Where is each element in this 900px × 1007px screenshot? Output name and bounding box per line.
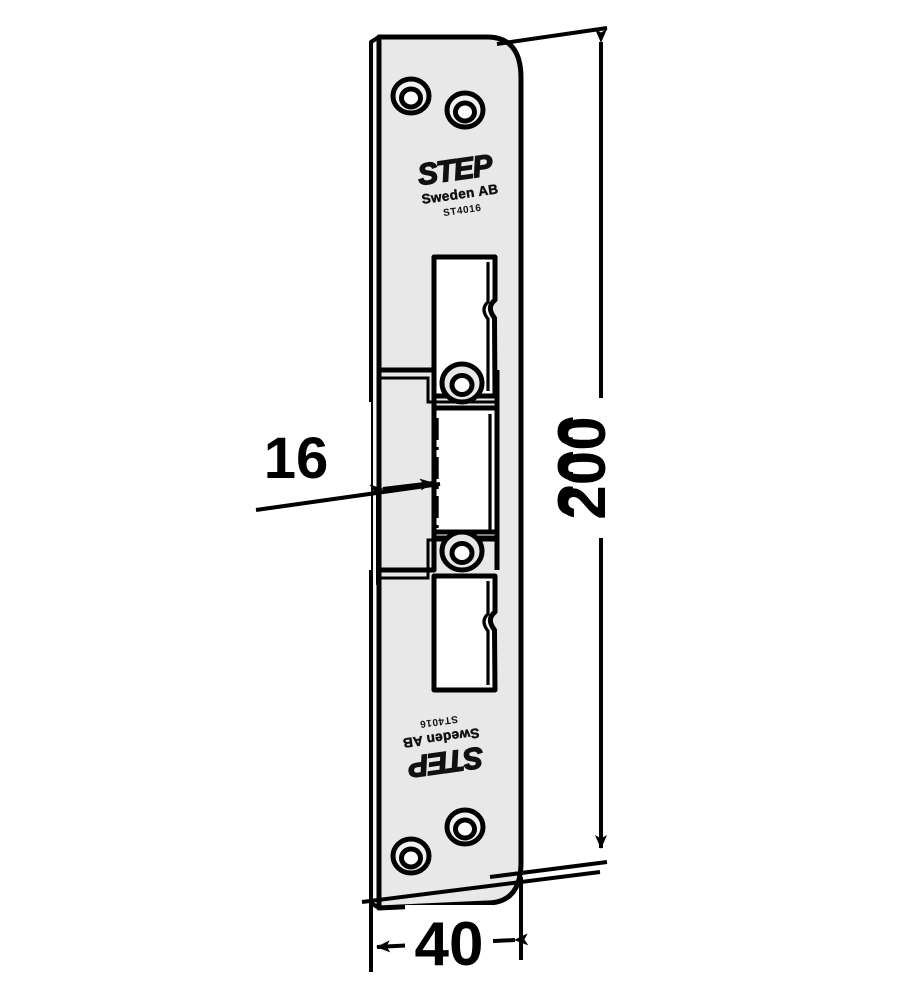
dimension-label-200-front: 200 bbox=[550, 416, 619, 519]
screw-hole-top-right bbox=[444, 90, 486, 130]
screw-hole-bottom-right bbox=[444, 807, 486, 847]
dim-label-200-mask bbox=[573, 398, 629, 538]
screw-hole-top-left bbox=[390, 76, 432, 116]
cutout-middle bbox=[431, 405, 500, 541]
screw-hole-bottom-left bbox=[390, 836, 432, 876]
cutout-lower bbox=[431, 573, 498, 693]
dimension-label-16: 16 bbox=[264, 426, 329, 491]
screw-hole-middle-lower bbox=[439, 529, 485, 573]
logo-bottom-article: ST4016 bbox=[419, 713, 459, 729]
dimension-width-40: 40 bbox=[361, 870, 601, 979]
dimension-offset-16: 16 bbox=[255, 426, 441, 585]
dimension-label-40: 40 bbox=[415, 910, 484, 979]
left-white-region bbox=[0, 402, 371, 570]
tie-line-bottom bbox=[361, 870, 601, 904]
cutout-upper bbox=[431, 254, 498, 399]
ext-line-bottom bbox=[489, 860, 608, 879]
ext-line-top bbox=[496, 26, 608, 46]
dim-line-16 bbox=[369, 478, 434, 497]
logo-top-article: ST4016 bbox=[442, 203, 482, 219]
screw-hole-middle-upper bbox=[439, 361, 485, 405]
